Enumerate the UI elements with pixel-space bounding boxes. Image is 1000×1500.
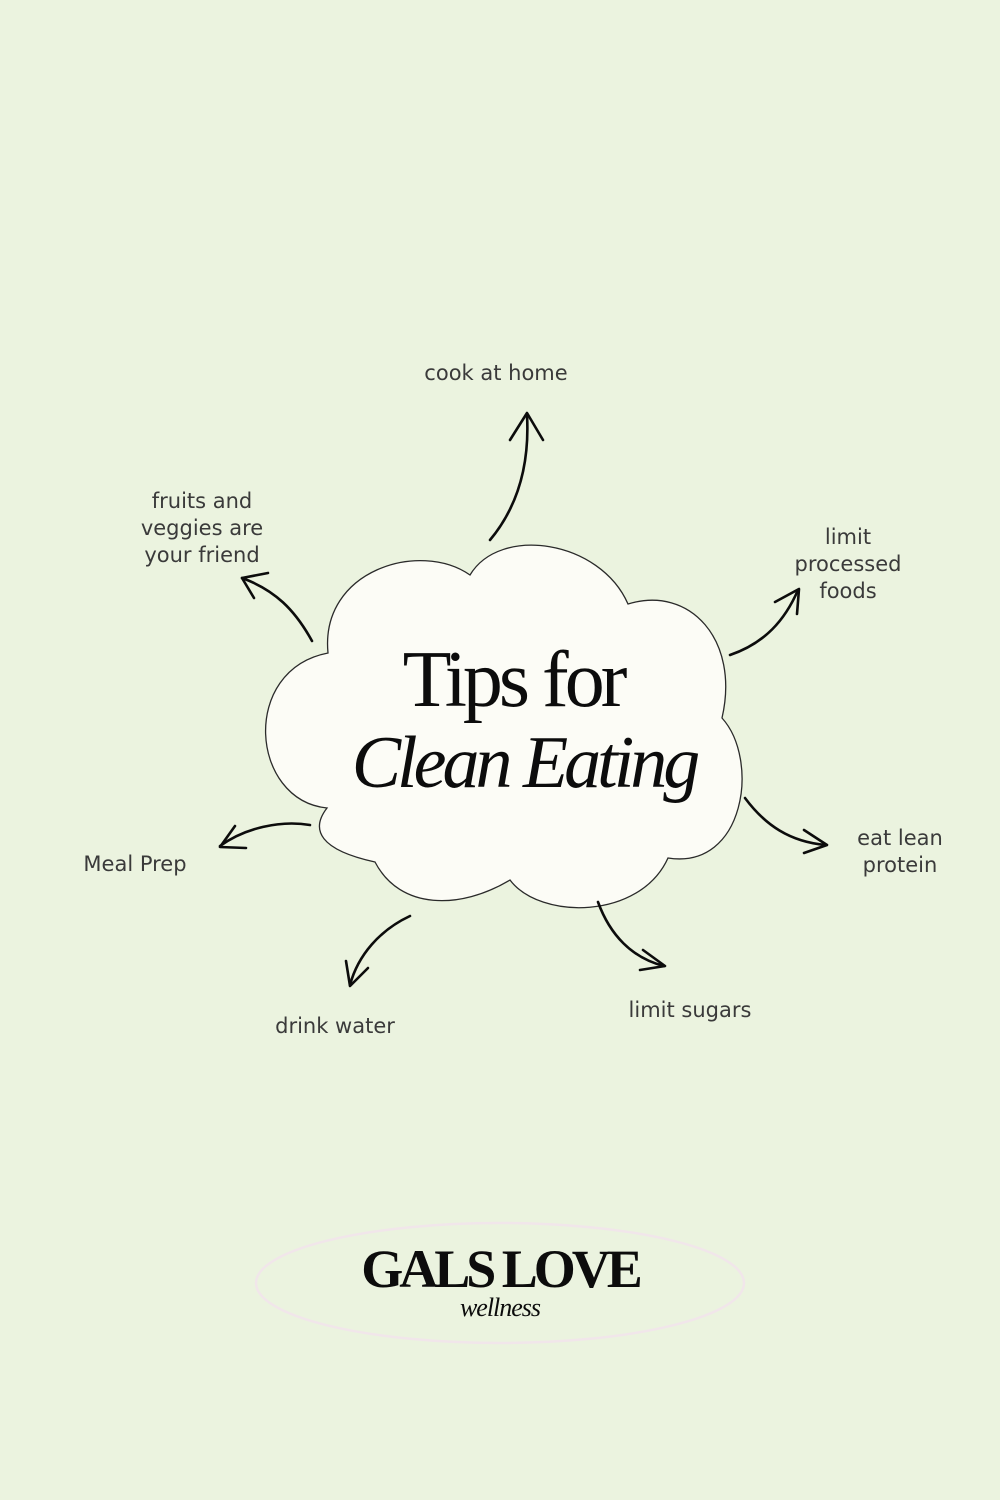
tip-fruits-veggies-line-2: veggies are — [140, 516, 264, 540]
title-line-1: Tips for — [402, 636, 628, 724]
tip-cook-at-home-text: cook at home — [424, 361, 568, 385]
logo-ring — [254, 1221, 746, 1345]
tip-cook-at-home: cook at home — [396, 360, 596, 387]
logo-brand-name: GALS LOVE — [361, 1239, 643, 1299]
tip-fruits-veggies-line-1: fruits and — [151, 489, 253, 513]
tip-meal-prep-text: Meal Prep — [83, 852, 187, 876]
tip-limit-processed: limit processed foods — [768, 524, 928, 605]
tip-limit-sugars: limit sugars — [600, 997, 780, 1024]
arrow-cook-at-home — [488, 411, 545, 542]
tip-drink-water-text: drink water — [275, 1014, 395, 1038]
tip-eat-lean-protein: eat lean protein — [830, 825, 970, 879]
tip-drink-water: drink water — [250, 1013, 420, 1040]
tip-meal-prep: Meal Prep — [60, 851, 210, 878]
arrow-eat-lean-protein — [743, 796, 829, 855]
main-title: Tips for Clean Eating — [300, 640, 720, 806]
tip-limit-processed-line-3: foods — [819, 579, 877, 603]
tip-fruits-veggies: fruits and veggies are your friend — [112, 488, 292, 569]
arrow-meal-prep — [218, 822, 312, 850]
tip-eat-lean-protein-line-2: protein — [862, 853, 938, 877]
brand-logo: GALS LOVE wellness — [255, 1222, 745, 1344]
arrow-limit-processed — [728, 587, 801, 657]
logo-tagline: wellness — [459, 1293, 541, 1322]
tip-limit-processed-line-1: limit — [824, 525, 872, 549]
tip-fruits-veggies-line-3: your friend — [144, 543, 260, 567]
arrow-fruits-veggies — [240, 571, 314, 643]
cloud-shape — [264, 544, 743, 909]
tip-limit-sugars-text: limit sugars — [628, 998, 752, 1022]
arrow-drink-water — [344, 914, 412, 988]
arrow-limit-sugars — [596, 900, 667, 972]
title-line-2: Clean Eating — [351, 722, 701, 804]
tip-eat-lean-protein-line-1: eat lean — [857, 826, 943, 850]
tip-limit-processed-line-2: processed — [794, 552, 902, 576]
